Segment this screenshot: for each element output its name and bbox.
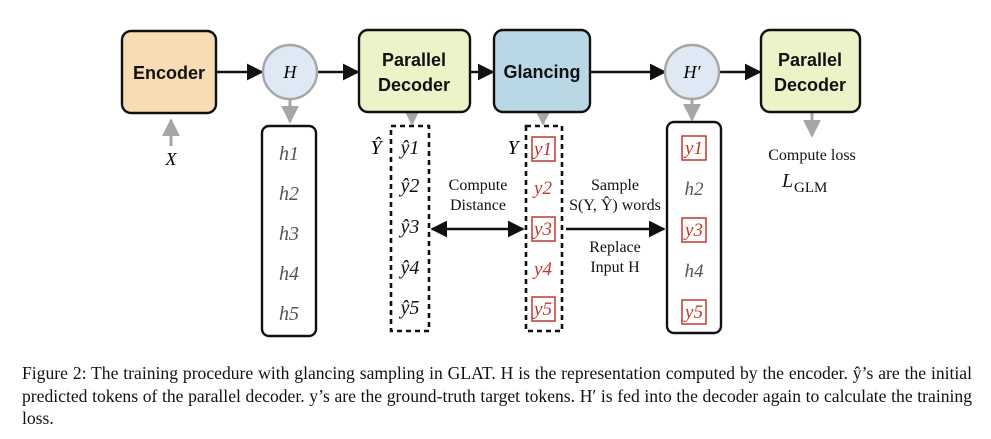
yhat-token-2: ŷ2 xyxy=(399,175,420,197)
y-token-5: y5 xyxy=(532,299,552,320)
svg-text:L: L xyxy=(781,170,793,192)
gray-arrows xyxy=(162,99,821,146)
svg-text:Distance: Distance xyxy=(450,197,506,214)
yhat-token-1: ŷ1 xyxy=(399,137,420,159)
loss-symbol: L GLM xyxy=(781,170,827,196)
h-prime-column: y1 h2 y3 h4 y5 xyxy=(665,120,723,335)
parallel-decoder-2-box: Parallel Decoder xyxy=(759,28,862,114)
y-token-1: y1 xyxy=(532,139,552,160)
h-prime-circle: H′ xyxy=(663,43,721,101)
h-token-3: h3 xyxy=(279,223,299,245)
svg-text:H′: H′ xyxy=(683,62,702,82)
figure-caption: Figure 2: The training procedure with gl… xyxy=(22,363,972,428)
yhat-token-3: ŷ3 xyxy=(399,216,420,238)
y-label: Y xyxy=(507,137,520,159)
yhat-column: Ŷ ŷ1 ŷ2 ŷ3 ŷ4 ŷ5 xyxy=(370,124,431,333)
y-column: Y y1 y2 y3 y4 y5 xyxy=(507,124,564,333)
yhat-token-4: ŷ4 xyxy=(399,257,420,279)
svg-text:Encoder: Encoder xyxy=(133,63,205,83)
input-x-label: X xyxy=(165,149,178,169)
h-token-5: h5 xyxy=(279,303,299,325)
y-token-3: y3 xyxy=(532,219,552,240)
hprime-token-1: y1 xyxy=(683,138,703,159)
svg-text:Parallel: Parallel xyxy=(778,50,842,70)
svg-text:GLM: GLM xyxy=(794,180,827,196)
svg-text:S(Y, Ŷ) words: S(Y, Ŷ) words xyxy=(569,195,661,214)
hprime-token-4: h4 xyxy=(685,261,705,282)
hprime-token-2: h2 xyxy=(685,179,705,200)
svg-text:Parallel: Parallel xyxy=(382,50,446,70)
y-token-2: y2 xyxy=(532,178,552,199)
hprime-token-3: y3 xyxy=(683,220,703,241)
h-column: h1 h2 h3 h4 h5 xyxy=(260,124,318,338)
svg-text:H: H xyxy=(283,62,298,82)
y-token-4: y4 xyxy=(532,259,552,280)
svg-text:Compute: Compute xyxy=(449,177,508,194)
yhat-label: Ŷ xyxy=(370,136,383,159)
parallel-decoder-box: Parallel Decoder xyxy=(357,28,472,114)
svg-text:Glancing: Glancing xyxy=(503,62,580,82)
compute-distance-label: Compute Distance xyxy=(449,177,508,214)
svg-text:Decoder: Decoder xyxy=(378,75,450,95)
yhat-token-5: ŷ5 xyxy=(399,297,420,319)
glancing-box: Glancing xyxy=(492,28,592,114)
compute-loss-label: Compute loss xyxy=(768,147,856,164)
svg-text:Sample: Sample xyxy=(591,177,639,194)
svg-text:Input H: Input H xyxy=(590,259,640,276)
glat-training-diagram: Encoder X H Parallel Decoder Glancing H′… xyxy=(120,28,862,338)
h-token-2: h2 xyxy=(279,183,299,205)
encoder-box: Encoder xyxy=(120,29,218,115)
h-token-4: h4 xyxy=(279,263,299,285)
hprime-token-5: y5 xyxy=(683,302,703,323)
replace-label: Replace Input H xyxy=(589,239,641,276)
h-token-1: h1 xyxy=(279,143,299,165)
svg-text:Decoder: Decoder xyxy=(774,75,846,95)
svg-text:Replace: Replace xyxy=(589,239,641,256)
sample-label: Sample S(Y, Ŷ) words xyxy=(569,177,661,214)
h-circle: H xyxy=(261,43,319,101)
